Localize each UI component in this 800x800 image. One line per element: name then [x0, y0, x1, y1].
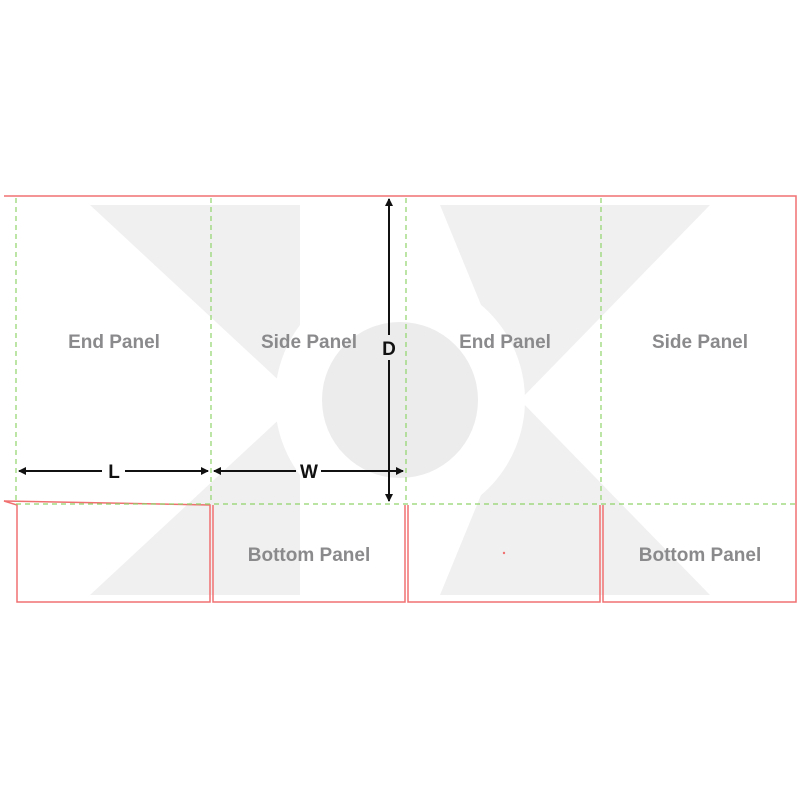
cut-lines [3, 195, 797, 603]
bottom-panel-label-1: Bottom Panel [248, 545, 370, 566]
side-panel-label-1: Side Panel [261, 332, 357, 353]
depth-label: D [382, 339, 396, 360]
dimension-arrows [18, 198, 404, 502]
bottom-panel-label-2: Bottom Panel [639, 545, 761, 566]
end-panel-label-2: End Panel [459, 332, 551, 353]
width-label: W [300, 462, 318, 483]
side-panel-label-2: Side Panel [652, 332, 748, 353]
center-mark [502, 551, 506, 555]
length-label: L [108, 462, 120, 483]
watermark-logo [90, 205, 710, 595]
fold-lines [15, 198, 796, 505]
panel-labels: End Panel Side Panel End Panel Side Pane… [68, 332, 761, 566]
end-panel-label-1: End Panel [68, 332, 160, 353]
